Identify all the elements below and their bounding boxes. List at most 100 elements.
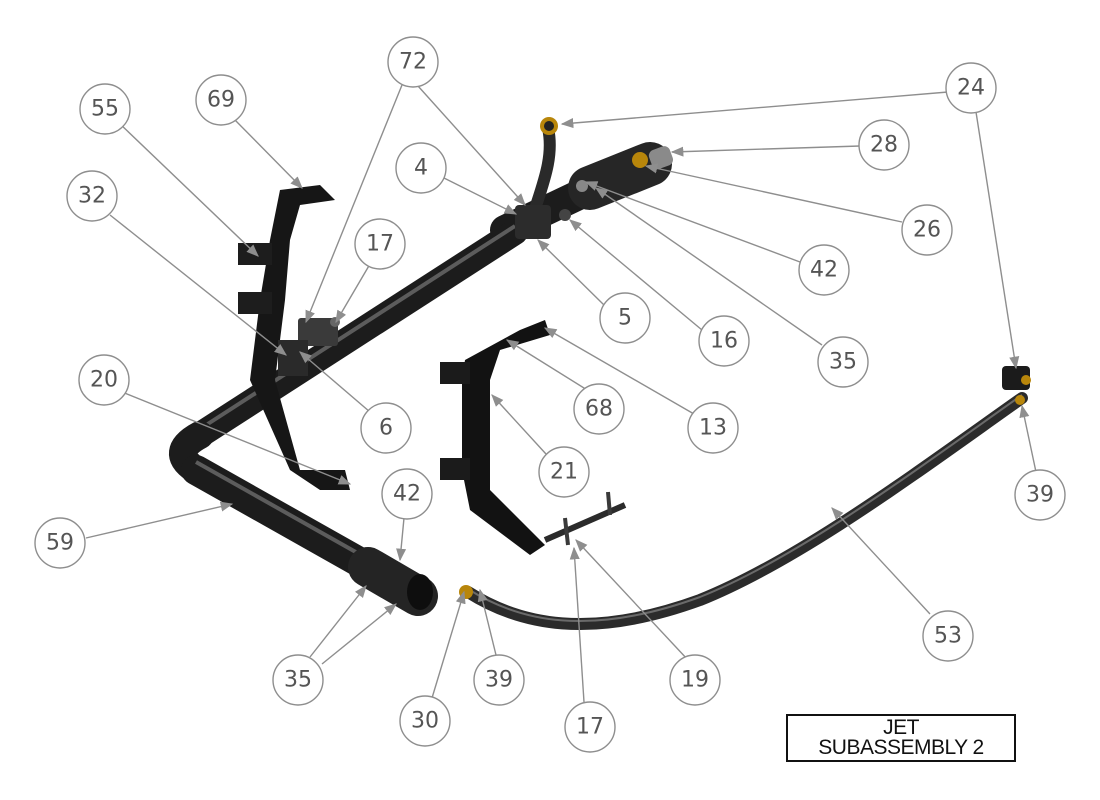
fitting-24-core bbox=[544, 121, 554, 131]
balloon-label: 4 bbox=[414, 156, 428, 181]
center-tab-1 bbox=[440, 362, 470, 384]
balloon-label: 35 bbox=[829, 350, 857, 375]
balloon-35: 35 bbox=[817, 336, 869, 388]
balloon-42: 42 bbox=[381, 468, 433, 520]
clamp-block bbox=[278, 340, 308, 376]
balloon-label: 39 bbox=[1026, 483, 1054, 508]
balloon-24: 24 bbox=[945, 62, 997, 114]
hose-highlight bbox=[467, 394, 1023, 623]
leader-39b bbox=[477, 588, 497, 656]
balloon-label: 55 bbox=[91, 97, 119, 122]
balloon-28: 28 bbox=[858, 119, 910, 171]
balloon-55: 55 bbox=[79, 83, 131, 135]
title-line-2: SUBASSEMBLY 2 bbox=[818, 736, 984, 759]
leader-53 bbox=[831, 507, 931, 615]
balloon-32: 32 bbox=[66, 170, 118, 222]
balloon-6: 6 bbox=[360, 402, 412, 454]
leader-6 bbox=[299, 351, 371, 413]
leader-35a bbox=[594, 187, 823, 346]
fitting-39-right bbox=[1015, 395, 1025, 405]
balloon-19: 19 bbox=[669, 654, 721, 706]
balloon-42: 42 bbox=[798, 244, 850, 296]
leader-28 bbox=[670, 145, 861, 157]
bolt-bar bbox=[543, 502, 627, 543]
balloon-label: 30 bbox=[411, 709, 439, 734]
balloon-label: 59 bbox=[46, 531, 74, 556]
main-pipe-long bbox=[187, 219, 528, 448]
balloon-label: 42 bbox=[393, 482, 421, 507]
balloon-69: 69 bbox=[195, 74, 247, 126]
screw-16 bbox=[559, 209, 571, 221]
balloon-label: 16 bbox=[710, 329, 738, 354]
leader-5 bbox=[537, 239, 605, 306]
balloon-30: 30 bbox=[399, 695, 451, 747]
leader-72b bbox=[417, 85, 526, 206]
balloon-35: 35 bbox=[272, 654, 324, 706]
parts-layer bbox=[169, 117, 1031, 631]
leader-17b bbox=[569, 546, 585, 703]
leader-35b2 bbox=[321, 603, 397, 665]
leader-21 bbox=[491, 394, 547, 455]
balloon-label: 28 bbox=[870, 133, 898, 158]
balloon-17: 17 bbox=[354, 218, 406, 270]
balloon-label: 24 bbox=[957, 76, 985, 101]
balloon-72: 72 bbox=[387, 36, 439, 88]
balloon-label: 26 bbox=[913, 218, 941, 243]
hose-53 bbox=[462, 392, 1028, 631]
balloon-68: 68 bbox=[573, 383, 625, 435]
balloon-label: 19 bbox=[681, 668, 709, 693]
fitting-24-brass bbox=[1021, 375, 1031, 385]
bolt-19 bbox=[563, 517, 570, 546]
balloon-label: 69 bbox=[207, 88, 235, 113]
leader-16 bbox=[569, 219, 703, 331]
bolt-17 bbox=[606, 491, 612, 516]
leader-17a bbox=[335, 263, 371, 324]
fitting-30 bbox=[459, 585, 473, 599]
balloon-label: 39 bbox=[485, 668, 513, 693]
balloon-label: 20 bbox=[90, 368, 118, 393]
leader-32 bbox=[109, 214, 287, 356]
balloon-label: 42 bbox=[810, 258, 838, 283]
balloon-4: 4 bbox=[395, 142, 447, 194]
leader-19 bbox=[575, 539, 689, 661]
leader-72a bbox=[305, 84, 403, 324]
center-tab-2 bbox=[440, 458, 470, 480]
balloon-53: 53 bbox=[922, 610, 974, 662]
balloon-label: 53 bbox=[934, 624, 962, 649]
balloon-13: 13 bbox=[687, 402, 739, 454]
balloon-5: 5 bbox=[599, 292, 651, 344]
balloon-layer: 72 24 55 69 4 28 32 17 26 42 5 16 35 20 … bbox=[34, 36, 1066, 753]
balloon-label: 6 bbox=[379, 416, 393, 441]
leader-35b1 bbox=[309, 585, 367, 658]
leader-59 bbox=[85, 501, 234, 539]
leader-69 bbox=[234, 119, 303, 189]
balloon-label: 32 bbox=[78, 184, 106, 209]
fitting-28 bbox=[632, 152, 648, 168]
leader-42b bbox=[396, 517, 407, 562]
leader-30 bbox=[431, 590, 466, 699]
balloon-39: 39 bbox=[473, 654, 525, 706]
balloon-26: 26 bbox=[901, 204, 953, 256]
leader-4 bbox=[443, 177, 518, 215]
leader-layer bbox=[85, 84, 1037, 703]
bracket-tab-2 bbox=[238, 292, 272, 314]
jet-nozzle bbox=[648, 146, 674, 170]
leader-24b bbox=[975, 111, 1020, 370]
balloon-label: 17 bbox=[366, 232, 394, 257]
balloon-label: 5 bbox=[618, 306, 632, 331]
balloon-16: 16 bbox=[698, 315, 750, 367]
leader-20 bbox=[121, 391, 352, 485]
pipe-clamp bbox=[298, 318, 338, 346]
balloon-label: 21 bbox=[550, 460, 578, 485]
leader-24a bbox=[560, 91, 949, 129]
balloon-21: 21 bbox=[538, 446, 590, 498]
leader-42a bbox=[584, 181, 801, 263]
pipe-highlight bbox=[198, 224, 517, 431]
leader-55 bbox=[117, 121, 259, 257]
valve-block bbox=[515, 205, 551, 239]
leader-68 bbox=[505, 339, 593, 394]
balloon-label: 72 bbox=[399, 50, 427, 75]
balloon-39: 39 bbox=[1014, 469, 1066, 521]
leader-39a bbox=[1019, 404, 1037, 473]
